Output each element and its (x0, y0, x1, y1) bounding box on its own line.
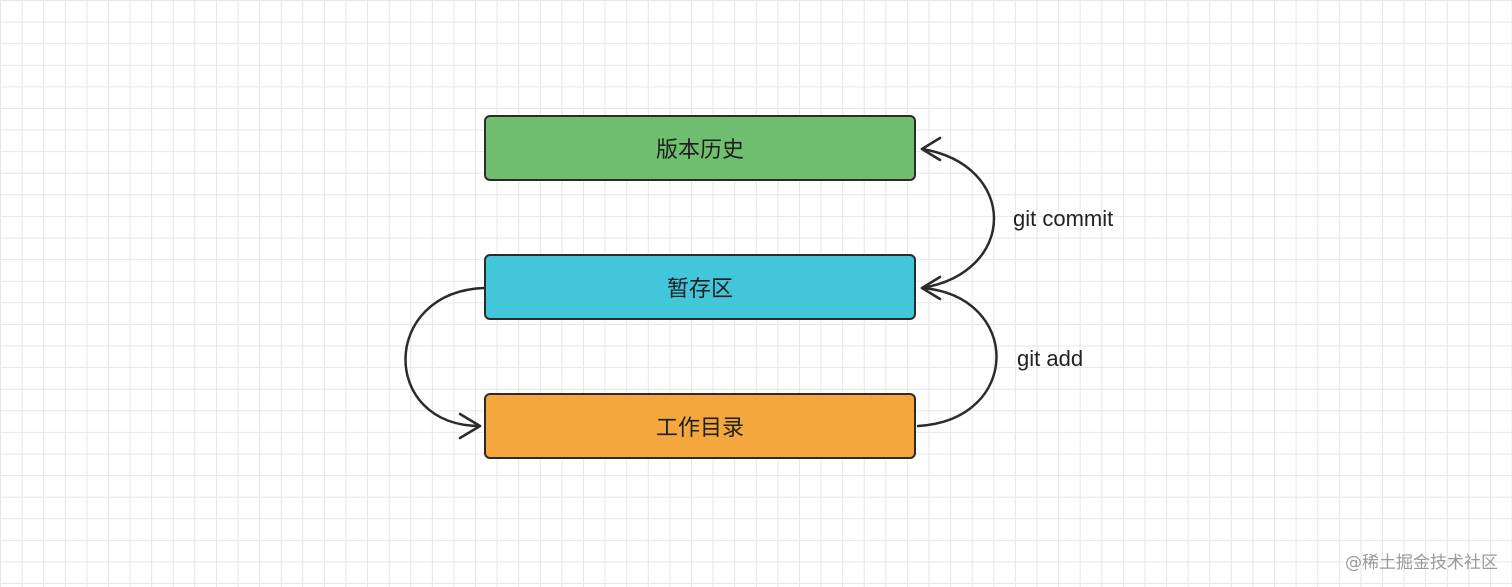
edge-label-git-add: git add (1017, 346, 1084, 371)
node-working-directory-label: 工作目录 (655, 416, 744, 441)
node-working-directory: 工作目录 (484, 393, 916, 459)
node-staging-area: 暂存区 (484, 254, 916, 320)
arrowhead-git-commit (920, 136, 942, 162)
arrow-staging-to-working (404, 286, 486, 428)
node-version-history: 版本历史 (484, 115, 916, 181)
edge-label-git-commit: git commit (1013, 206, 1114, 231)
arrowhead-git-add (920, 275, 942, 301)
watermark: @稀土掘金技术社区 (1345, 553, 1498, 573)
arrowhead-staging-to-working (458, 412, 482, 440)
node-version-history-label: 版本历史 (655, 138, 744, 163)
node-staging-area-label: 暂存区 (666, 277, 733, 302)
arrow-git-commit (920, 147, 996, 290)
arrow-git-add (916, 286, 998, 428)
